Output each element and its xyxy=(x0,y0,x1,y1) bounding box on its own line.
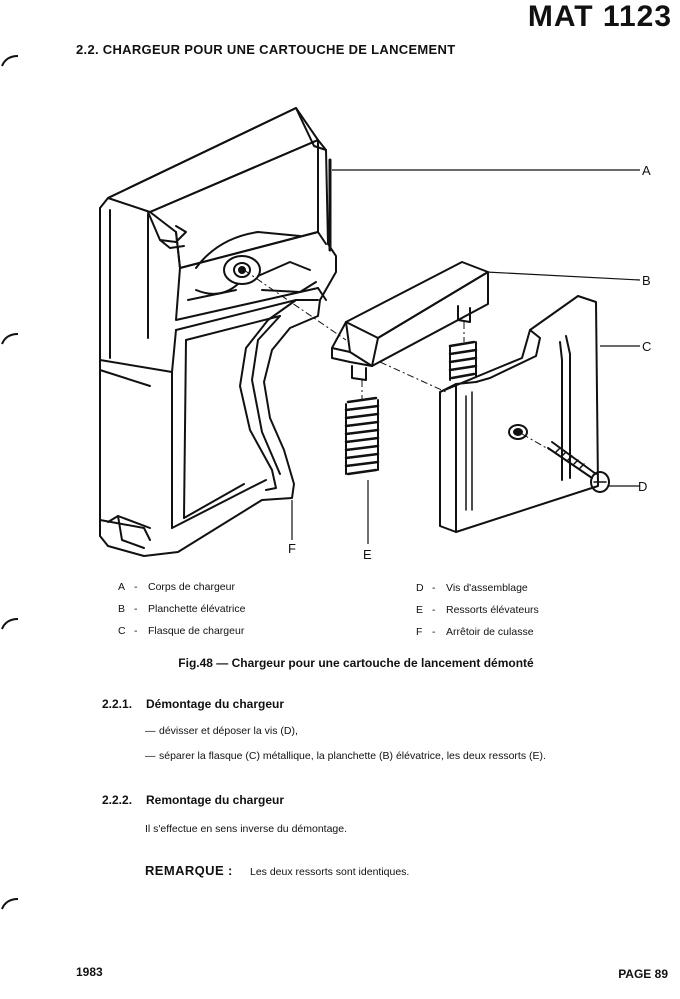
legend-item-b: B-Planchette élévatrice xyxy=(118,603,245,615)
margin-mark xyxy=(1,898,19,910)
legend-key: C xyxy=(118,625,126,637)
legend-item-f: F-Arrêtoir de culasse xyxy=(416,626,534,638)
magazine-body-drawing xyxy=(99,107,337,557)
legend-item-e: E-Ressorts élévateurs xyxy=(416,604,539,616)
callout-e: E xyxy=(363,547,372,562)
exploded-view-drawing: A B C D E F xyxy=(99,107,651,562)
margin-mark xyxy=(1,333,19,345)
assembly-screw-drawing xyxy=(547,441,610,493)
page-number: PAGE 89 xyxy=(618,967,668,981)
side-plate-drawing xyxy=(439,295,599,533)
legend-text: Arrêtoir de culasse xyxy=(446,626,534,638)
subsection-number: 2.2.1. xyxy=(102,697,133,711)
legend-key: D xyxy=(416,582,424,594)
legend-key: A xyxy=(118,581,126,593)
margin-mark xyxy=(1,618,19,630)
procedure-step: —dévisser et déposer la vis (D), xyxy=(145,725,298,737)
step-dash: — xyxy=(145,750,156,762)
elevator-spring-drawing xyxy=(344,340,478,476)
legend-key: F xyxy=(416,626,423,638)
document-code: MAT 1123 xyxy=(527,0,672,33)
legend-dash: - xyxy=(134,581,138,593)
callout-c: C xyxy=(642,339,651,354)
callout-f: F xyxy=(288,541,296,556)
section-heading: 2.2. CHARGEUR POUR UNE CARTOUCHE DE LANC… xyxy=(76,42,456,57)
remark-label: REMARQUE : xyxy=(145,863,233,878)
subsection-paragraph: Il s'effectue en sens inverse du démonta… xyxy=(145,823,348,835)
callout-a: A xyxy=(642,163,651,178)
callout-b: B xyxy=(642,273,651,288)
legend-text: Corps de chargeur xyxy=(148,581,235,593)
margin-mark xyxy=(1,55,19,67)
legend-key: E xyxy=(416,604,424,616)
remark-text: Les deux ressorts sont identiques. xyxy=(250,866,410,878)
figure-caption: Fig.48 — Chargeur pour une cartouche de … xyxy=(178,656,534,670)
legend-item-c: C-Flasque de chargeur xyxy=(118,625,244,637)
legend-item-a: A-Corps de chargeur xyxy=(118,581,235,593)
legend-key: B xyxy=(118,603,126,615)
legend-text: Planchette élévatrice xyxy=(148,603,246,615)
legend-text: Vis d'assemblage xyxy=(446,582,528,594)
procedure-step: —séparer la flasque (C) métallique, la p… xyxy=(145,750,546,762)
legend-text: Ressorts élévateurs xyxy=(446,604,539,616)
footer-year: 1983 xyxy=(76,965,103,979)
legend-text: Flasque de chargeur xyxy=(148,625,245,637)
elevator-plate-drawing xyxy=(331,261,489,381)
step-dash: — xyxy=(145,725,156,737)
legend-item-d: D-Vis d'assemblage xyxy=(416,582,528,594)
legend-dash: - xyxy=(432,604,436,616)
subsection-title: Remontage du chargeur xyxy=(146,793,285,807)
step-text: dévisser et déposer la vis (D), xyxy=(159,725,298,737)
subsection-number: 2.2.2. xyxy=(102,793,133,807)
step-text: séparer la flasque (C) métallique, la pl… xyxy=(159,750,546,762)
subsection-title: Démontage du chargeur xyxy=(146,697,285,711)
legend-dash: - xyxy=(432,626,436,638)
legend-dash: - xyxy=(432,582,436,594)
legend-dash: - xyxy=(134,625,138,637)
callout-d: D xyxy=(638,479,647,494)
legend-dash: - xyxy=(134,603,138,615)
